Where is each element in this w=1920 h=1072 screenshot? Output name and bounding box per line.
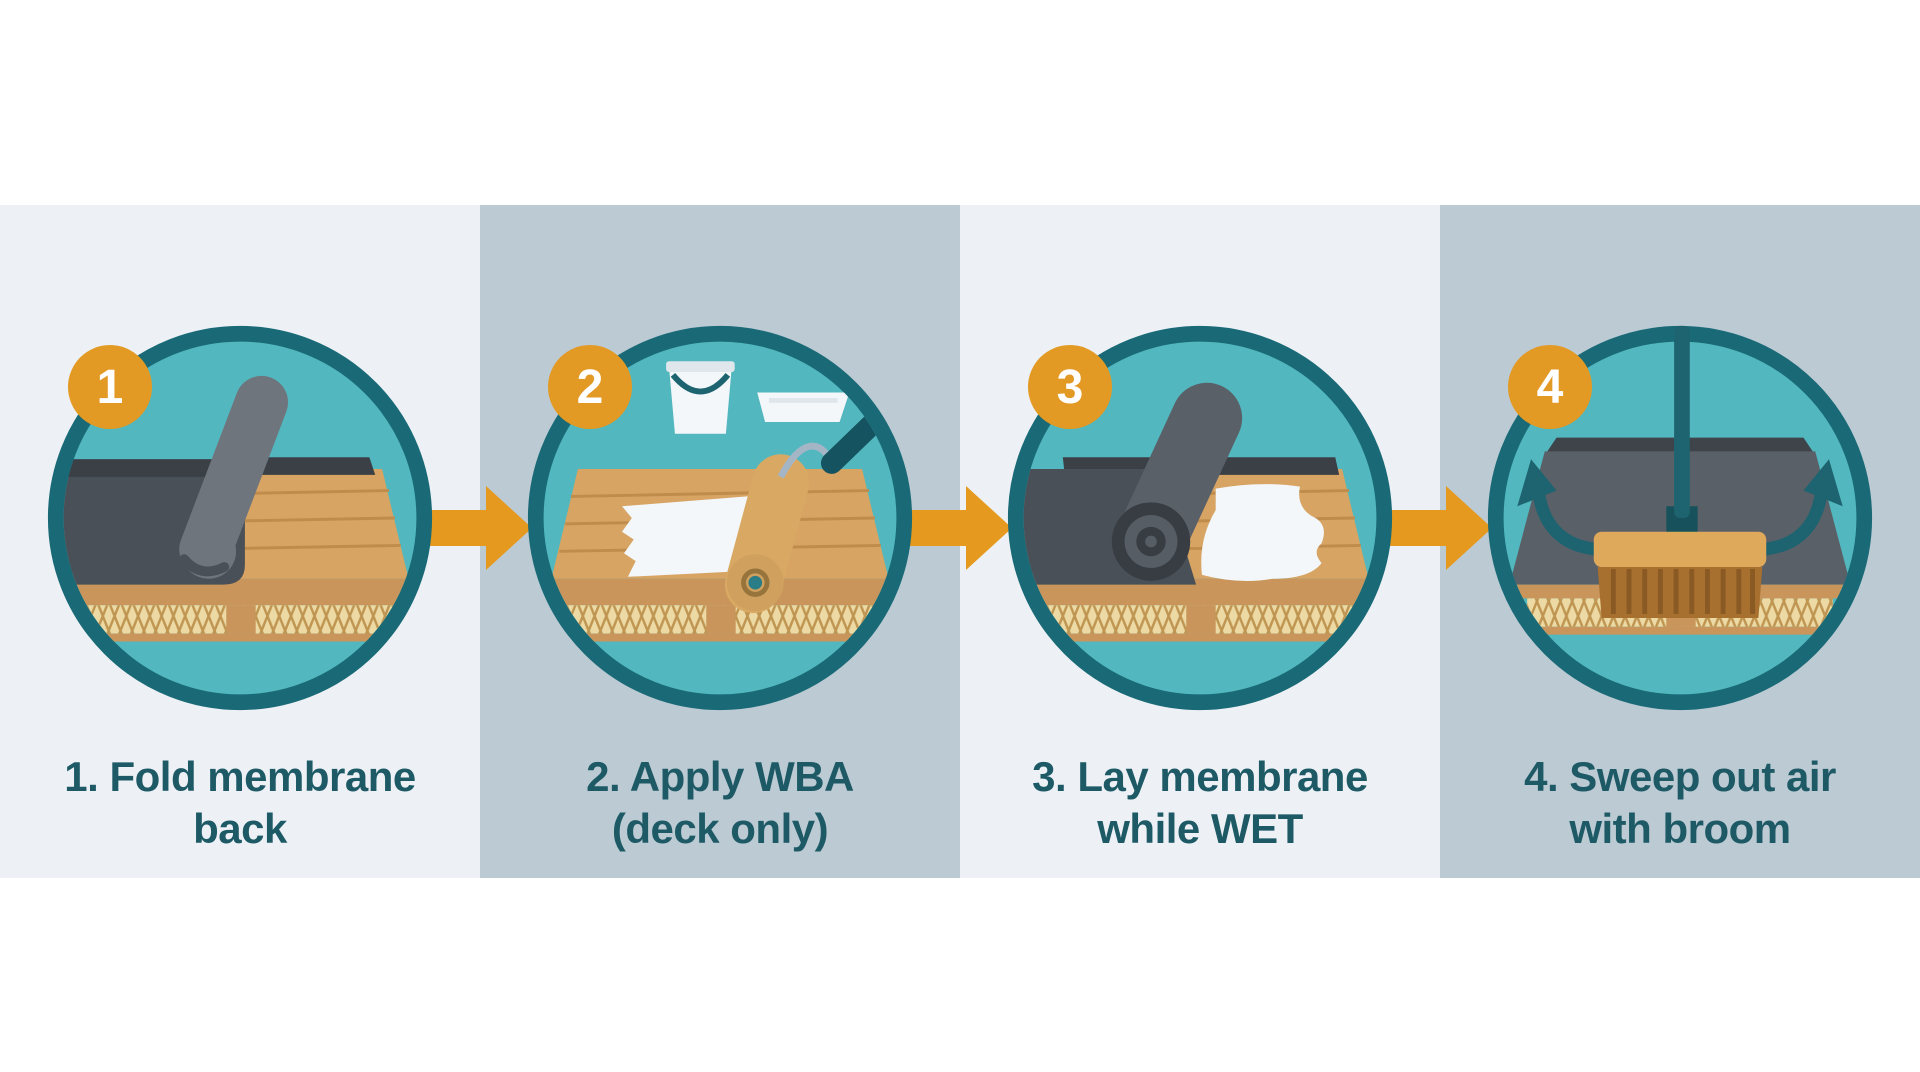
step-3-circle: 3 (1004, 322, 1396, 714)
step-number-badge: 2 (548, 345, 632, 429)
panel-step-3: 3 3. Lay membrane while WET (960, 205, 1440, 878)
step-2-label: 2. Apply WBA (deck only) (480, 751, 960, 855)
membrane-roll-icon (1111, 382, 1243, 581)
step-number: 3 (1056, 360, 1084, 414)
curved-arrow-left-icon (1532, 488, 1607, 556)
step-band: 1 1. Fold membrane back (0, 205, 1920, 878)
step-number-badge: 4 (1508, 345, 1592, 429)
step-label-line: while WET (1097, 805, 1303, 852)
bucket-icon (666, 361, 735, 434)
step-1-label: 1. Fold membrane back (0, 751, 480, 855)
flow-arrow-right-icon (428, 484, 532, 572)
insulation-layer (551, 605, 889, 642)
insulation-layer (71, 605, 409, 642)
step-label-line: back (193, 805, 287, 852)
panel-step-4: 4 4. Sweep out air with broom (1440, 205, 1920, 878)
panel-step-1: 1 1. Fold membrane back (0, 205, 480, 878)
flow-arrow-right-icon (908, 484, 1012, 572)
membrane-curl (179, 554, 230, 577)
insulation-layer (1031, 605, 1369, 642)
step-label-line: 3. Lay membrane (1032, 753, 1368, 800)
step-label-line: 4. Sweep out air (1524, 753, 1836, 800)
lay-membrane-illustration (1007, 325, 1393, 711)
step-number: 1 (96, 360, 124, 414)
broom-icon (1593, 506, 1767, 618)
step-3-label: 3. Lay membrane while WET (960, 751, 1440, 855)
sweep-arrows (1517, 459, 1843, 556)
folded-membrane (63, 375, 376, 585)
step-1-circle: 1 (44, 322, 436, 714)
broom-handle (1674, 325, 1690, 518)
panel-step-2: 2 2. Apply WBA (deck only) (480, 205, 960, 878)
flow-arrow-right-icon (1388, 484, 1492, 572)
paint-roller-icon (724, 393, 897, 614)
step-label-line: with broom (1569, 805, 1791, 852)
step-number: 2 (576, 360, 604, 414)
fold-membrane-illustration (47, 325, 433, 711)
step-label-line: 2. Apply WBA (586, 753, 854, 800)
sweep-broom-illustration (1487, 325, 1873, 711)
step-label-line: (deck only) (611, 805, 829, 852)
step-number: 4 (1536, 360, 1564, 414)
step-number-badge: 3 (1028, 345, 1112, 429)
curved-arrow-right-icon (1753, 488, 1828, 556)
step-number-badge: 1 (68, 345, 152, 429)
step-4-circle: 4 (1484, 322, 1876, 714)
paint-tray-icon (757, 392, 850, 422)
step-label-line: 1. Fold membrane (64, 753, 416, 800)
step-4-label: 4. Sweep out air with broom (1440, 751, 1920, 855)
wet-adhesive-patch (1201, 484, 1324, 581)
apply-wba-illustration (527, 325, 913, 711)
step-2-circle: 2 (524, 322, 916, 714)
